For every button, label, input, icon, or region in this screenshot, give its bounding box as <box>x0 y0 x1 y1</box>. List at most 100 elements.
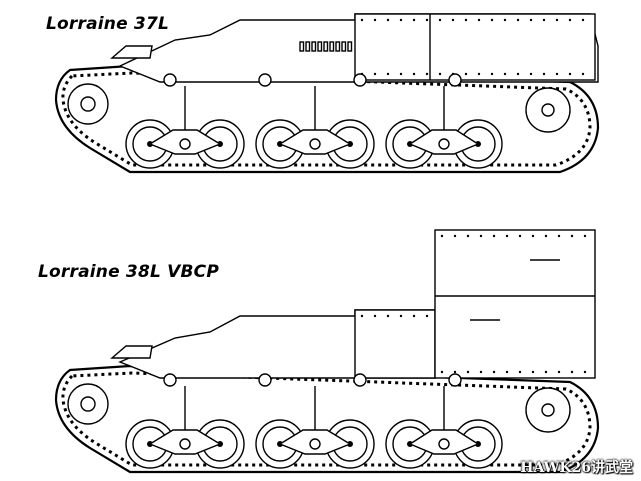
drive-sprocket <box>67 383 109 425</box>
sprocket-hub <box>80 396 96 412</box>
rivet <box>438 18 442 22</box>
rivet <box>373 72 377 76</box>
rivet <box>477 72 481 76</box>
bogie-pivot <box>309 138 321 150</box>
rivet <box>503 18 507 22</box>
rivet <box>583 370 587 374</box>
rivet <box>399 72 403 76</box>
rivet <box>412 72 416 76</box>
track-outer <box>54 364 600 474</box>
idler-wheel <box>525 87 571 133</box>
idler-wheel <box>525 387 571 433</box>
rivet <box>490 72 494 76</box>
vent-slot <box>317 41 323 52</box>
track-links <box>61 71 592 167</box>
rivet <box>557 234 561 238</box>
track-outer <box>54 64 600 174</box>
rivet <box>412 314 416 318</box>
rivet <box>568 18 572 22</box>
rivet <box>555 18 559 22</box>
rivet <box>360 18 364 22</box>
return-roller <box>258 373 272 387</box>
rivet <box>386 72 390 76</box>
rivet <box>516 18 520 22</box>
lorraine-37l-drawing <box>54 13 600 174</box>
rivet <box>518 370 522 374</box>
rivet <box>373 18 377 22</box>
rivet <box>529 72 533 76</box>
bogie-pivot <box>438 438 450 450</box>
rivet <box>544 234 548 238</box>
rivet <box>531 234 535 238</box>
bogie-pivot <box>438 138 450 150</box>
rear-box <box>354 13 596 81</box>
rivet <box>479 370 483 374</box>
rivet <box>399 314 403 318</box>
rivet <box>531 370 535 374</box>
rivet <box>399 18 403 22</box>
rivet <box>516 72 520 76</box>
sprocket-hub <box>80 96 96 112</box>
vent-slot <box>299 41 305 52</box>
vehicle-label-lorraine-37l: Lorraine 37L <box>46 14 170 34</box>
rivet <box>581 18 585 22</box>
rivet <box>438 72 442 76</box>
rivet <box>492 234 496 238</box>
rivet <box>425 72 429 76</box>
vent-slot <box>311 41 317 52</box>
rivet <box>373 314 377 318</box>
return-roller <box>448 373 462 387</box>
rear-compartment <box>434 229 596 379</box>
vent-slot <box>347 41 353 52</box>
rivet <box>440 370 444 374</box>
rivet <box>479 234 483 238</box>
watermark: HAWK26讲武堂 <box>520 460 633 476</box>
rivet <box>425 314 429 318</box>
rivet <box>466 234 470 238</box>
drive-sprocket <box>67 83 109 125</box>
return-roller <box>353 73 367 87</box>
front-bracket <box>110 345 153 359</box>
return-roller <box>448 73 462 87</box>
rivet <box>477 18 481 22</box>
bogie-pivot <box>309 438 321 450</box>
vent-slot <box>341 41 347 52</box>
rivet <box>412 18 416 22</box>
rivet <box>581 72 585 76</box>
bogie-pivot <box>179 138 191 150</box>
rivet <box>542 18 546 22</box>
rivet <box>570 370 574 374</box>
rivet <box>568 72 572 76</box>
rivet <box>464 18 468 22</box>
rivet <box>570 234 574 238</box>
vent-slot <box>305 41 311 52</box>
vent-slot <box>335 41 341 52</box>
return-roller <box>258 73 272 87</box>
vehicle-label-lorraine-38l-vbcp: Lorraine 38L VBCP <box>38 262 219 282</box>
rivet <box>542 72 546 76</box>
rivet <box>555 72 559 76</box>
lorraine-38l-vbcp-drawing <box>54 229 600 474</box>
idler-hub <box>541 103 555 117</box>
rivet <box>505 234 509 238</box>
rivet <box>453 234 457 238</box>
rivet <box>529 18 533 22</box>
mid-box <box>354 309 436 379</box>
rivet <box>360 314 364 318</box>
rivet <box>557 370 561 374</box>
rivet <box>492 370 496 374</box>
rivet <box>451 18 455 22</box>
bogie-pivot <box>179 438 191 450</box>
rivet <box>518 234 522 238</box>
rivet <box>505 370 509 374</box>
rivet <box>386 314 390 318</box>
return-roller <box>163 373 177 387</box>
rivet <box>583 234 587 238</box>
rivet <box>464 72 468 76</box>
return-roller <box>353 373 367 387</box>
idler-hub <box>541 403 555 417</box>
rivet <box>453 370 457 374</box>
rivet <box>503 72 507 76</box>
rivet <box>490 18 494 22</box>
rivet <box>466 370 470 374</box>
